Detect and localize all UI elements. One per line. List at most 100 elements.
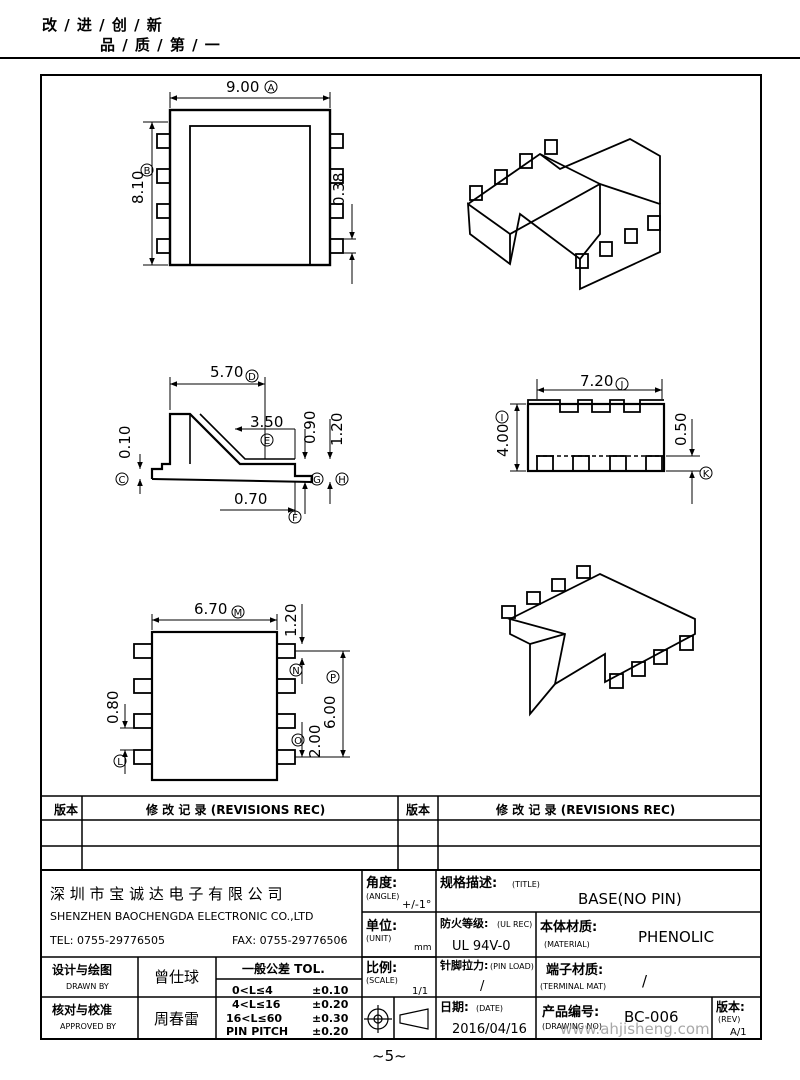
reference-markers: A B D E C F G H J I K M N P L O: [113, 80, 713, 768]
approved-value: 周春雷: [154, 1010, 199, 1028]
pinload-label: 针脚拉力:: [440, 958, 488, 972]
tol-value-3: ±0.30: [312, 1012, 349, 1025]
dim-0-38: 0.38: [330, 173, 348, 206]
pinload-value: /: [480, 979, 485, 994]
ref-i: I: [501, 413, 504, 424]
dim-9-00: 9.00: [226, 78, 259, 96]
title-label: 规格描述:: [440, 875, 497, 891]
dim-2-00: 2.00: [306, 725, 324, 758]
drawing-no-label: 产品编号:: [542, 1004, 599, 1020]
drawing-no-value: BC-006: [624, 1008, 679, 1026]
terminal-label: 端子材质:: [546, 962, 603, 978]
rev-col-ver-2: 版本: [406, 802, 430, 817]
tol-value-1: ±0.10: [312, 984, 349, 997]
flame-label-en: (UL REC): [497, 920, 532, 929]
rev-label-en: (REV): [718, 1015, 740, 1024]
material-label-en: (MATERIAL): [544, 940, 590, 949]
drawn-label: 设计与绘图: [52, 962, 112, 977]
scale-label-en: (SCALE): [366, 976, 398, 985]
unit-label: 单位:: [366, 918, 397, 934]
projection-symbol-icon: [364, 1005, 429, 1033]
ref-b: B: [144, 166, 151, 177]
top-view: [143, 92, 356, 284]
ref-g: G: [313, 475, 321, 486]
ref-e: E: [264, 436, 270, 447]
dim-6-00: 6.00: [321, 696, 339, 729]
material-label: 本体材质:: [540, 919, 597, 935]
rev-value: A/1: [730, 1027, 747, 1038]
dim-7-20: 7.20: [580, 372, 613, 390]
unit-value: mm: [414, 943, 432, 953]
dim-0-10: 0.10: [116, 426, 134, 459]
rev-col-rec-1: 修 改 记 录 (REVISIONS REC): [145, 802, 325, 817]
front-view: [510, 379, 700, 504]
page-number: ~5~: [372, 1047, 407, 1065]
ref-o: O: [294, 736, 302, 747]
tol-value-2: ±0.20: [312, 998, 349, 1011]
dim-0-70: 0.70: [234, 490, 267, 508]
drawn-label-en: DRAWN BY: [66, 982, 109, 991]
terminal-label-en: (TERMINAL MAT): [540, 982, 606, 991]
ref-p: P: [330, 673, 336, 684]
tolerance-title: 一般公差 TOL.: [242, 961, 325, 976]
terminal-value: /: [642, 972, 648, 990]
engineering-drawing: 9.00 8.10 0.38 5.70 3.50 0.90 1.20 0.10 …: [40, 78, 762, 1040]
drawn-value: 曾仕球: [154, 968, 199, 986]
dim-1-20: 1.20: [328, 413, 346, 446]
ref-d: D: [248, 372, 256, 383]
slogan-line-2: 品 / 质 / 第 / 一: [100, 36, 221, 54]
ref-m: M: [234, 608, 243, 619]
dim-8-10: 8.10: [129, 171, 147, 204]
tol-range-1: 0<L≤4: [232, 984, 273, 997]
dim-1-20-b: 1.20: [282, 604, 300, 637]
ref-c: C: [119, 475, 126, 486]
dim-0-80: 0.80: [104, 691, 122, 724]
dim-3-50: 3.50: [250, 413, 283, 431]
scale-value: 1/1: [412, 986, 428, 997]
drawing-frame: [40, 74, 762, 1040]
ref-h: H: [338, 475, 346, 486]
title-value: BASE(NO PIN): [578, 890, 682, 908]
ref-f: F: [292, 513, 298, 524]
ref-k: K: [703, 469, 710, 480]
ref-a: A: [268, 83, 275, 94]
approved-label-en: APPROVED BY: [60, 1022, 116, 1031]
angle-value: +/-1°: [402, 898, 431, 911]
date-label-en: (DATE): [476, 1004, 503, 1013]
dim-4-00: 4.00: [494, 424, 512, 457]
company-name-en: SHENZHEN BAOCHENGDA ELECTRONIC CO.,LTD: [50, 910, 313, 923]
angle-label-en: (ANGLE): [366, 892, 399, 901]
pinload-label-en: (PIN LOAD): [490, 962, 534, 971]
title-label-en: (TITLE): [512, 880, 540, 889]
dim-0-90: 0.90: [301, 411, 319, 444]
slogan-line-1: 改 / 进 / 创 / 新: [42, 16, 163, 34]
tol-range-4: PIN PITCH: [226, 1025, 288, 1038]
title-block: 版本 修 改 记 录 (REVISIONS REC) 版本 修 改 记 录 (R…: [40, 795, 762, 1040]
tol-range-2: 4<L≤16: [232, 998, 281, 1011]
scale-label: 比例:: [366, 960, 397, 976]
unit-label-en: (UNIT): [366, 934, 391, 943]
angle-label: 角度:: [366, 875, 397, 891]
flame-value: UL 94V-0: [452, 939, 511, 954]
tol-range-3: 16<L≤60: [226, 1012, 282, 1025]
company-tel: TEL: 0755-29776505: [49, 934, 165, 947]
flame-label: 防火等级:: [440, 916, 488, 930]
company-name-cn: 深 圳 市 宝 诚 达 电 子 有 限 公 司: [50, 885, 282, 903]
rev-label: 版本:: [716, 999, 745, 1014]
date-label: 日期:: [440, 999, 469, 1014]
watermark: www.ahjisheng.com: [560, 1020, 710, 1038]
drawing-no-label-en: (DRAWING NO): [542, 1022, 602, 1031]
bottom-view: [120, 604, 350, 782]
rev-col-ver-1: 版本: [54, 802, 78, 817]
tol-value-4: ±0.20: [312, 1025, 349, 1038]
material-value: PHENOLIC: [638, 928, 714, 946]
date-value: 2016/04/16: [452, 1022, 527, 1037]
dim-0-50: 0.50: [672, 413, 690, 446]
isometric-view-bottom: [501, 565, 696, 717]
approved-label: 核对与校准: [52, 1002, 112, 1017]
dim-5-70: 5.70: [210, 363, 243, 381]
header-rule: [0, 57, 800, 59]
ref-j: J: [620, 380, 624, 391]
ref-n: N: [292, 666, 299, 677]
dim-6-70: 6.70: [194, 600, 227, 618]
